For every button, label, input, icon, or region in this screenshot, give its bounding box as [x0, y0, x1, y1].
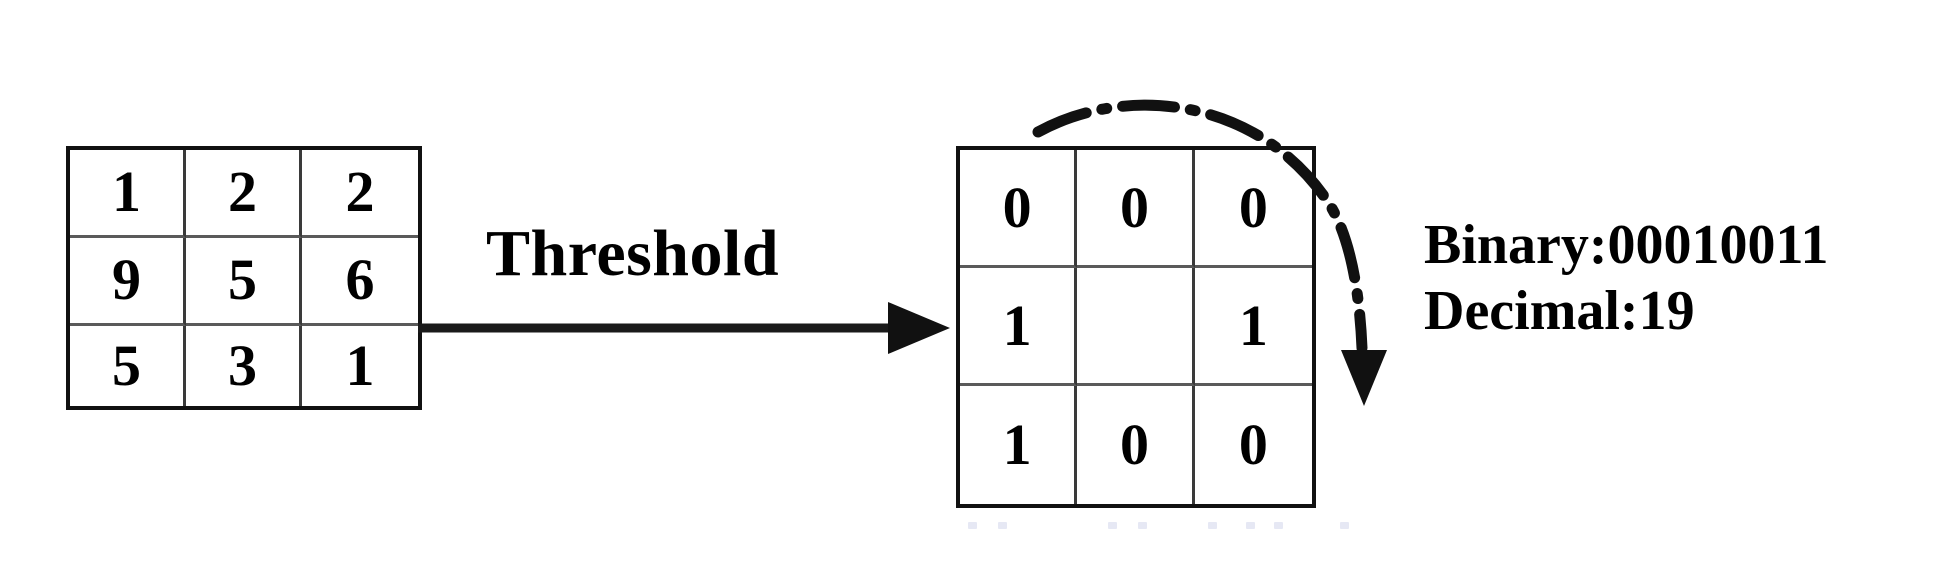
grid-cell: 1 [1194, 268, 1312, 386]
grid-cell: 0 [1077, 386, 1195, 504]
scan-artifact-row [960, 520, 1380, 534]
grid-cell: 1 [345, 332, 375, 398]
grid-cell: 0 [1238, 412, 1268, 477]
grid-cell: 1 [960, 386, 1078, 504]
binary-pattern-grid: 0 0 0 1 1 1 0 0 [956, 146, 1316, 508]
grid-cell: 3 [186, 325, 302, 406]
decimal-result-label: Decimal:19 [1424, 280, 1695, 343]
grid-cell: 9 [70, 237, 186, 326]
grid-cell: 1 [960, 268, 1078, 386]
grid-cell-center [1077, 268, 1195, 386]
pixel-intensity-grid: 1 2 2 9 5 6 5 3 1 [66, 146, 422, 410]
grid-cell-center: 5 [186, 237, 302, 326]
binary-result-label: Binary:00010011 [1424, 214, 1829, 276]
grid-cell: 2 [302, 150, 418, 238]
encoding-result-text: Binary:00010011 Decimal:19 [1424, 212, 1828, 344]
grid-cell: 0 [960, 150, 1078, 268]
grid-cell: 1 [70, 150, 186, 238]
grid-cell: 2 [186, 150, 302, 238]
threshold-arrow-icon [418, 302, 950, 354]
grid-cell: 0 [1077, 150, 1195, 268]
grid-cell: 0 [1194, 150, 1312, 268]
grid-cell: 6 [302, 238, 418, 326]
grid-cell: 5 [70, 325, 186, 406]
threshold-label: Threshold [486, 217, 780, 290]
wrap-around-arrow-icon [1032, 99, 1387, 406]
